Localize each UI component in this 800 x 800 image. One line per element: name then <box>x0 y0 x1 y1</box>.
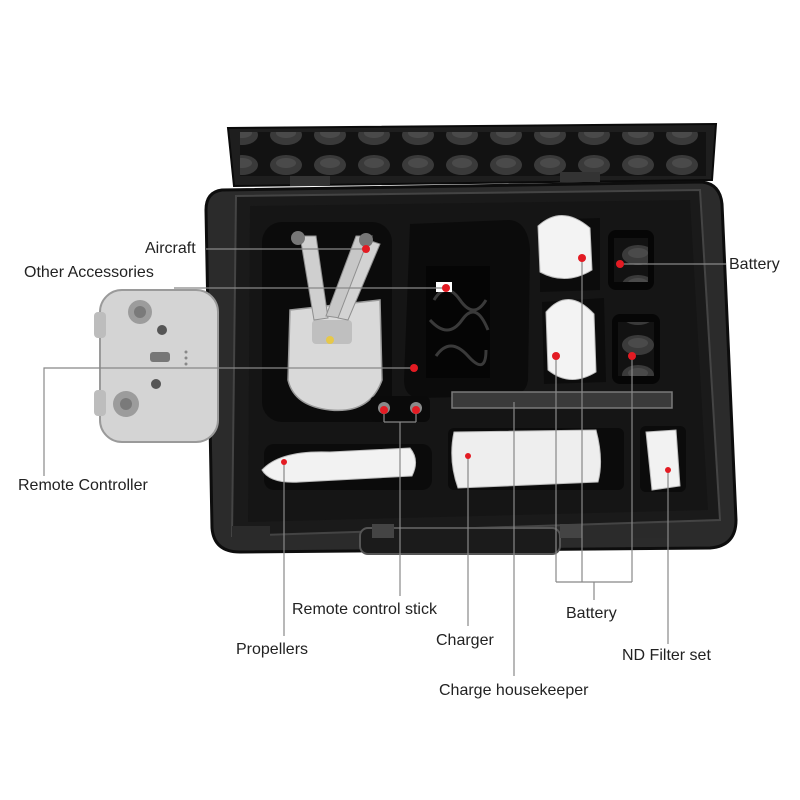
motor-1 <box>291 231 305 245</box>
marker-battery-1 <box>578 254 586 262</box>
battery-wrapped-2 <box>545 299 597 380</box>
aircraft-status-light <box>326 336 334 344</box>
label-battery-top: Battery <box>729 256 780 273</box>
remote-controller <box>94 289 219 443</box>
marker-dots <box>281 245 671 473</box>
label-other-accessories: Other Accessories <box>24 264 154 281</box>
label-nd-filter-set: ND Filter set <box>622 647 711 664</box>
leader-lines <box>43 248 726 676</box>
accessories-inner <box>426 266 490 378</box>
battery-wrapped-1 <box>537 215 593 279</box>
marker-battery-2 <box>552 352 560 360</box>
propeller-arm-1 <box>299 235 329 321</box>
latch-right <box>560 524 582 538</box>
charger-wrapped <box>451 429 602 489</box>
propellers-wrapped <box>261 447 416 483</box>
marker-charger <box>465 453 471 459</box>
label-aircraft: Aircraft <box>145 240 196 257</box>
aircraft-body <box>287 299 383 412</box>
marker-battery-3 <box>628 352 636 360</box>
leader-remote-controller <box>43 367 414 476</box>
propeller-arm-3 <box>337 239 381 321</box>
label-remote-control-stick: Remote control stick <box>292 601 437 618</box>
marker-aircraft <box>362 245 370 253</box>
marker-stick-2 <box>412 406 420 414</box>
hinge-left <box>290 176 330 186</box>
leader-remote-control-stick <box>383 410 417 596</box>
charge-housekeeper-bar <box>451 391 673 409</box>
marker-stick-1 <box>380 406 388 414</box>
label-remote-controller: Remote Controller <box>18 477 148 494</box>
marker-remote-controller <box>410 364 418 372</box>
battery-foam-right-1 <box>614 238 648 282</box>
label-propellers: Propellers <box>236 641 309 658</box>
nd-filter-wrapped <box>645 429 681 491</box>
marker-battery-top <box>616 260 624 268</box>
label-charge-housekeeper: Charge housekeeper <box>439 682 589 699</box>
label-battery-bottom: Battery <box>566 605 617 622</box>
hinge-right <box>560 172 600 182</box>
label-charger: Charger <box>436 632 494 649</box>
case-foot-right <box>632 524 670 538</box>
lid-foam <box>240 132 706 176</box>
case-foot-left <box>232 526 270 540</box>
case-handle <box>359 527 561 555</box>
leader-battery-bottom <box>555 258 633 600</box>
motor-2 <box>359 233 373 247</box>
battery-foam-right-2 <box>618 322 654 376</box>
aircraft-camera <box>312 320 352 344</box>
marker-nd-filter <box>665 467 671 473</box>
marker-other-accessories <box>442 284 450 292</box>
latch-left <box>372 524 394 538</box>
marker-propellers <box>281 459 287 465</box>
